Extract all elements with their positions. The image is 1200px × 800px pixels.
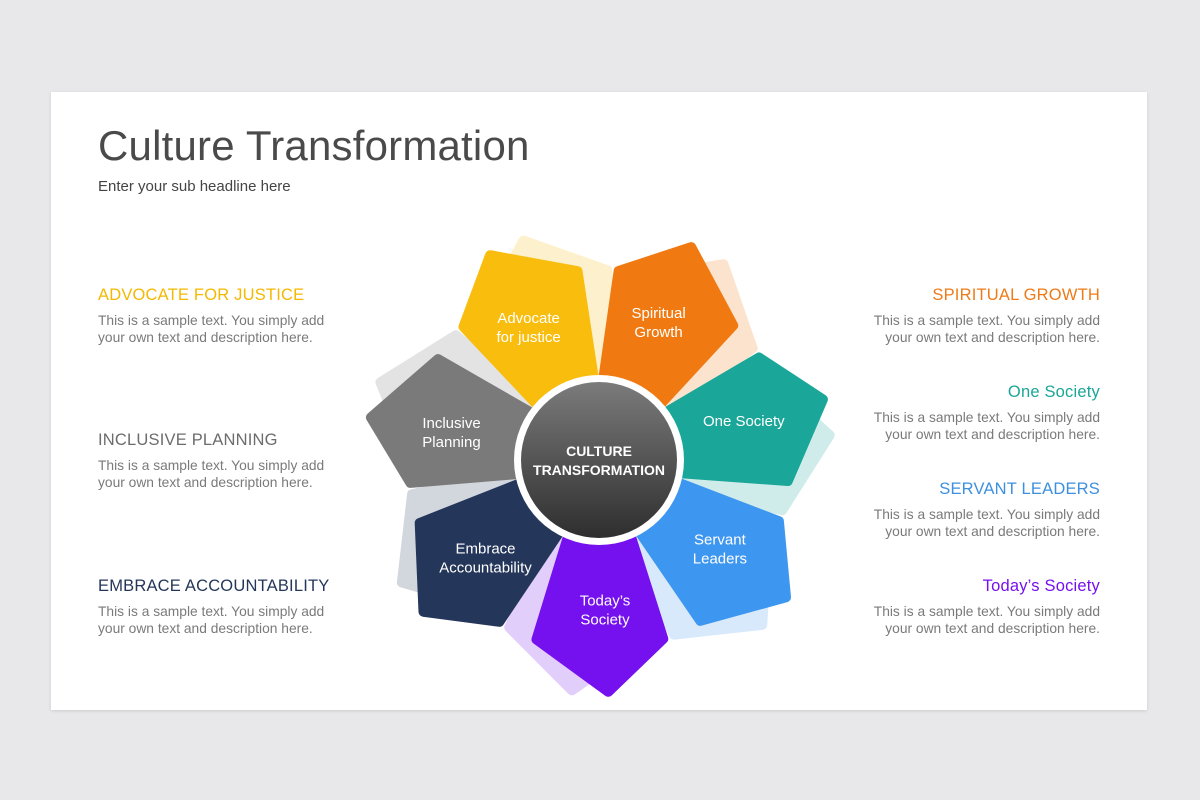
petal-label-inclusive: Planning: [422, 434, 480, 451]
desc-heading: EMBRACE ACCOUNTABILITY: [98, 577, 330, 595]
desc-heading: INCLUSIVE PLANNING: [98, 431, 278, 449]
petal-label-embrace: Accountability: [439, 560, 532, 577]
petal-label-servant: Servant: [694, 531, 747, 548]
desc-servant: SERVANT LEADERS This is a sample text. Y…: [800, 480, 1100, 540]
desc-body: This is a sample text. You simply add yo…: [98, 312, 398, 346]
desc-line: your own text and description here.: [885, 524, 1100, 539]
desc-body: This is a sample text. You simply add yo…: [800, 312, 1100, 346]
desc-heading: SERVANT LEADERS: [939, 480, 1100, 498]
page-subtitle: Enter your sub headline here: [98, 178, 291, 195]
desc-body: This is a sample text. You simply add yo…: [98, 457, 398, 491]
desc-line: This is a sample text. You simply add: [873, 507, 1100, 522]
desc-one-society: One Society This is a sample text. You s…: [800, 383, 1100, 443]
petal-label-embrace: Embrace: [455, 541, 515, 558]
desc-body: This is a sample text. You simply add yo…: [800, 506, 1100, 540]
petal-label-advocate: for justice: [496, 329, 560, 346]
desc-heading: One Society: [1007, 383, 1100, 401]
desc-spiritual: SPIRITUAL GROWTH This is a sample text. …: [800, 286, 1100, 346]
desc-line: your own text and description here.: [98, 330, 313, 345]
desc-body: This is a sample text. You simply add yo…: [800, 409, 1100, 443]
desc-line: This is a sample text. You simply add: [98, 604, 325, 619]
desc-line: your own text and description here.: [885, 330, 1100, 345]
desc-line: your own text and description here.: [98, 475, 313, 490]
petal-label-spiritual: Growth: [634, 324, 682, 341]
desc-todays: Today’s Society This is a sample text. Y…: [800, 577, 1100, 637]
petal-label-advocate: Advocate: [497, 310, 560, 327]
desc-line: This is a sample text. You simply add: [98, 458, 325, 473]
desc-body: This is a sample text. You simply add yo…: [98, 603, 398, 637]
center-label-line: TRANSFORMATION: [533, 462, 665, 478]
desc-line: your own text and description here.: [885, 621, 1100, 636]
petal-label-todays: Today’s: [580, 592, 631, 609]
desc-line: your own text and description here.: [98, 621, 313, 636]
petal-label-spiritual: Spiritual: [631, 305, 685, 322]
petal-label-servant: Leaders: [693, 550, 747, 567]
petal-label-inclusive: Inclusive: [422, 415, 480, 432]
desc-line: your own text and description here.: [885, 427, 1100, 442]
center-label-line: CULTURE: [566, 443, 632, 459]
desc-heading: SPIRITUAL GROWTH: [932, 286, 1100, 304]
petal-label-one-society: One Society: [703, 413, 785, 430]
slide: Culture Transformation Enter your sub he…: [51, 92, 1147, 710]
desc-line: This is a sample text. You simply add: [98, 313, 325, 328]
desc-heading: ADVOCATE FOR JUSTICE: [98, 286, 305, 304]
desc-body: This is a sample text. You simply add yo…: [800, 603, 1100, 637]
desc-embrace: EMBRACE ACCOUNTABILITY This is a sample …: [98, 577, 398, 637]
desc-advocate: ADVOCATE FOR JUSTICE This is a sample te…: [98, 286, 398, 346]
center-circle: [521, 382, 677, 538]
desc-inclusive: INCLUSIVE PLANNING This is a sample text…: [98, 431, 398, 491]
petal-label-todays: Society: [580, 611, 630, 628]
desc-heading: Today’s Society: [982, 577, 1100, 595]
page-title: Culture Transformation: [98, 122, 530, 169]
desc-line: This is a sample text. You simply add: [873, 604, 1100, 619]
desc-line: This is a sample text. You simply add: [873, 313, 1100, 328]
desc-line: This is a sample text. You simply add: [873, 410, 1100, 425]
